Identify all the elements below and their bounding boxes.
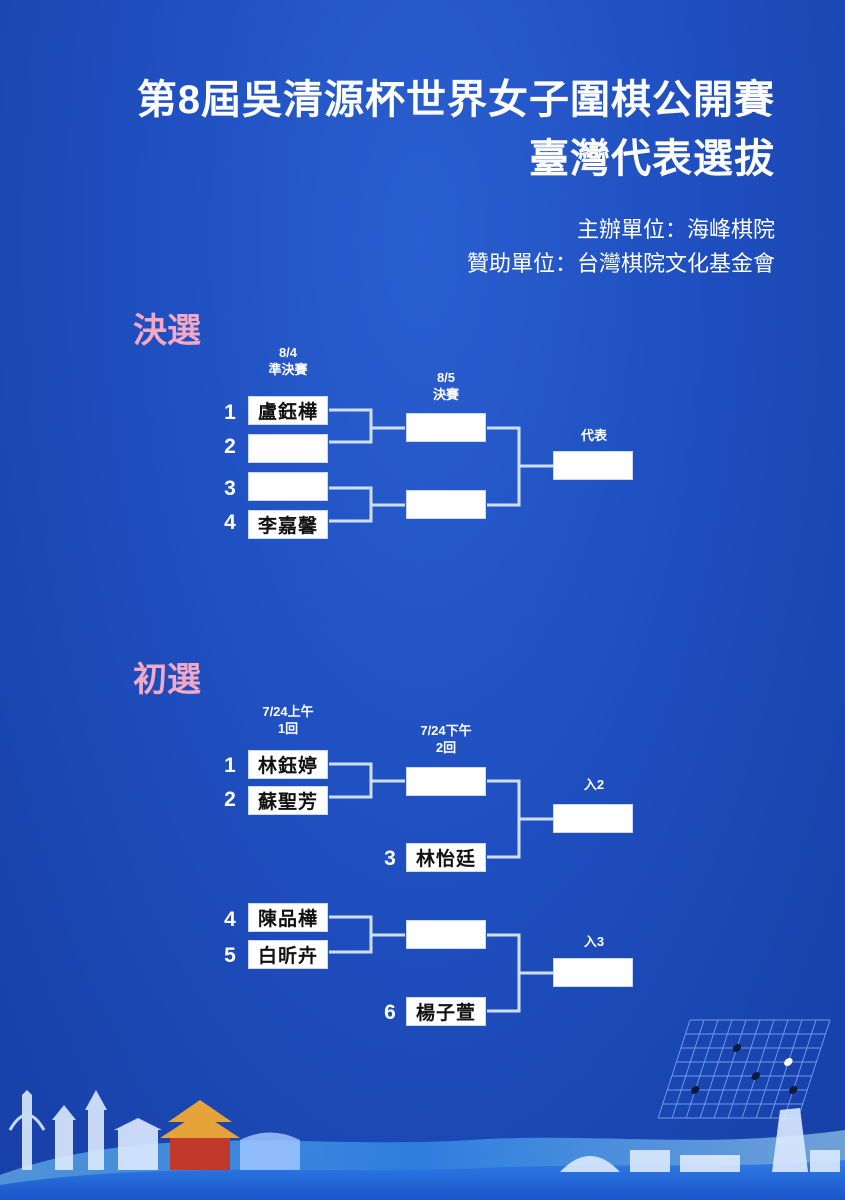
bracket-line xyxy=(329,408,373,444)
tower-icon xyxy=(772,1108,808,1172)
player-slot-prelims-2: 蘇聖芳 xyxy=(248,786,328,815)
seed-number: 4 xyxy=(224,908,236,931)
seed-number: 1 xyxy=(224,754,236,777)
representative-slot xyxy=(553,451,633,480)
round1-date: 7/24上午 xyxy=(262,704,314,719)
seed-number: 3 xyxy=(224,477,236,500)
round2-slot-b xyxy=(406,920,486,949)
player-slot-prelims-5: 白昕卉 xyxy=(248,940,328,969)
skyline-illustration xyxy=(0,1019,845,1200)
seed-number: 6 xyxy=(384,1001,396,1024)
bracket-line xyxy=(329,762,373,799)
seed-number: 2 xyxy=(224,788,236,811)
finals-semis-header: 8/4 準決賽 xyxy=(228,344,348,378)
semis-label: 準決賽 xyxy=(268,362,308,377)
finals-heading: 決選 xyxy=(133,312,201,350)
round2-date: 7/24下午 xyxy=(420,723,472,738)
prelims-heading: 初選 xyxy=(133,661,201,699)
round2-label: 2回 xyxy=(435,740,457,755)
player-slot-prelims-4: 陳品樺 xyxy=(248,903,328,932)
seed-number: 4 xyxy=(224,511,236,534)
organizer-text: 主辦單位：海峰棋院 xyxy=(576,217,775,242)
seed-number: 1 xyxy=(224,401,236,424)
final-slot-bottom xyxy=(406,490,486,519)
advance-label-a: 入2 xyxy=(583,777,605,792)
prelims-round1-header: 7/24上午 1回 xyxy=(228,703,348,737)
player-slot-finals-4: 李嘉馨 xyxy=(248,510,328,539)
seed-number: 3 xyxy=(384,847,396,870)
bracket-line xyxy=(329,915,373,954)
bracket-line xyxy=(487,426,521,507)
seed-number: 2 xyxy=(224,435,236,458)
sponsor-text: 贊助單位：台灣棋院文化基金會 xyxy=(466,251,775,276)
player-slot-prelims-1: 林鈺婷 xyxy=(248,750,328,779)
prelims-round2-header: 7/24下午 2回 xyxy=(386,722,506,756)
player-slot-finals-1: 盧鈺樺 xyxy=(248,396,328,425)
advance-slot-a xyxy=(553,804,633,833)
advance-label-b: 入3 xyxy=(583,934,605,949)
player-slot-prelims-6: 楊子萱 xyxy=(406,997,486,1026)
semis-date: 8/4 xyxy=(278,345,298,360)
bracket-line xyxy=(487,779,521,859)
final-date: 8/5 xyxy=(436,370,456,385)
tower-icon xyxy=(22,1090,32,1170)
go-board-icon xyxy=(657,1019,831,1119)
finals-winner-label: 代表 xyxy=(580,428,607,443)
pagoda-icon xyxy=(85,1090,107,1110)
final-slot-top xyxy=(406,413,486,442)
player-slot-finals-2 xyxy=(248,434,328,463)
seed-number: 5 xyxy=(224,944,236,967)
title-line-1: 第8屆吳清源杯世界女子圍棋公開賽 xyxy=(136,78,775,122)
finals-final-header: 8/5 決賽 xyxy=(386,369,506,403)
round1-label: 1回 xyxy=(277,721,299,736)
player-slot-prelims-3: 林怡廷 xyxy=(406,843,486,872)
title-line-2: 臺灣代表選拔 xyxy=(529,137,775,181)
player-slot-finals-3 xyxy=(248,472,328,501)
final-label: 決賽 xyxy=(432,387,459,402)
advance-slot-b xyxy=(553,958,633,987)
round2-slot-a xyxy=(406,767,486,796)
bracket-line xyxy=(329,486,373,523)
temple-icon xyxy=(160,1100,240,1170)
